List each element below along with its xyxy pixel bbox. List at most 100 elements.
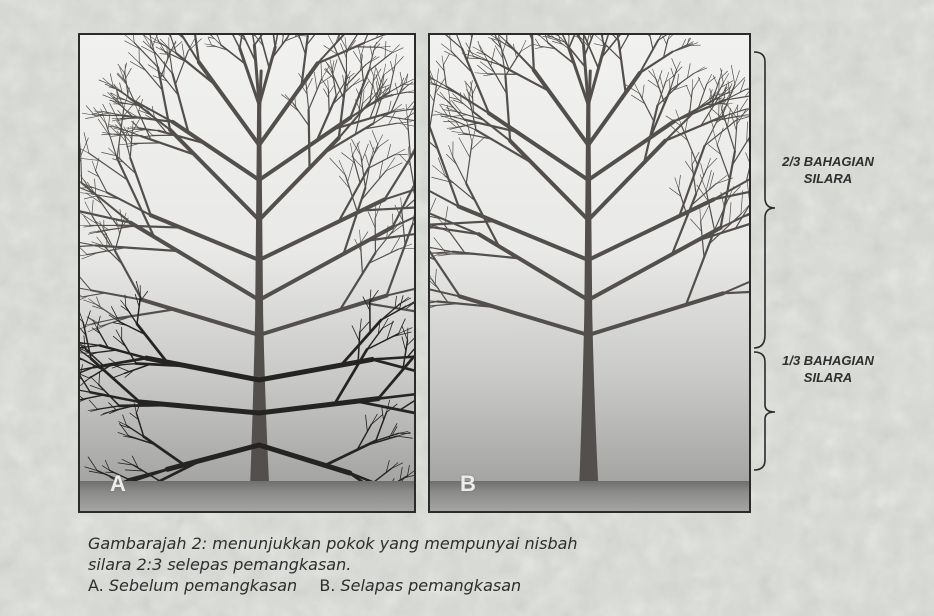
figure-caption: Gambarajah 2: menunjukkan pokok yang mem… [88,533,768,596]
tree-branch [735,119,737,152]
tree-branch [716,175,727,183]
tree-branch [405,186,416,208]
tree-branch [366,436,397,445]
tree-branch [407,92,416,93]
tree-branch [705,121,736,146]
tree-branch [535,47,544,49]
tree-branch [700,206,701,221]
tree-branch [140,402,259,413]
tree-branch [488,38,500,42]
tree-branch [735,70,740,84]
tree-branch [707,158,717,169]
tree-branch [213,35,218,36]
tree-branch [640,94,654,122]
legend-letter-a: A. [88,576,104,595]
tree-branch [394,149,405,155]
tree-branch [413,120,416,126]
tree-after-pruning-illustration [430,35,751,513]
tree-branch [436,69,438,86]
tree-branch [443,65,446,87]
tree-branch [644,35,650,37]
tree-branch [143,35,150,47]
tree-branch [356,401,416,413]
tree-branch [502,40,507,54]
tree-branch [407,90,416,92]
tree-branch [167,47,168,60]
tree-branch [108,114,110,130]
tree-branch [299,35,307,36]
tree-branch [146,358,259,380]
tree-branch [717,145,729,179]
tree-branch [450,35,452,51]
tree-branch [430,239,460,296]
tree-branch [339,160,345,175]
tree-branch [91,290,142,299]
tree-branch [441,44,451,51]
lower-canopy-label: 1/3 BAHAGIAN SILARA [768,352,888,386]
tree-branch [746,105,751,109]
tree-branch [690,219,701,231]
tree-branch [371,415,382,425]
tree-branch [442,56,443,65]
tree-branch [114,373,125,377]
tree-branch [397,122,411,124]
tree-branch [207,35,211,36]
tree-branch [89,400,97,409]
tree-branch [167,445,259,469]
tree-branch [102,134,114,135]
tree-branch [142,300,259,335]
tree-branch [435,269,436,284]
upper-canopy-label-line1: 2/3 BAHAGIAN [768,153,888,170]
tree-branch [119,144,131,145]
tree-branch [80,291,82,297]
tree-branch [92,215,111,246]
tree-branch [216,35,221,45]
tree-branch [363,91,365,104]
tree-branch [376,82,377,92]
tree-branch [365,155,369,167]
caption-line-1: Gambarajah 2: menunjukkan pokok yang mem… [88,533,768,554]
tree-branch [343,75,344,83]
tree-branch [376,412,387,440]
tree-branch [736,114,751,121]
tree-branch [228,35,239,48]
tree-branch [466,142,472,183]
tree-branch [677,79,685,87]
tree-branch [119,405,172,406]
tree-branch [445,207,448,226]
tree-branch [393,332,412,337]
caption-line-2: silara 2:3 selepas pemangkasan. [88,554,768,575]
tree-branch [250,35,254,45]
canopy-brackets [752,50,782,480]
tree-branch [400,467,402,480]
tree-branch [679,175,681,189]
upper-canopy-label-line2: SILARA [768,170,888,187]
tree-branch [453,100,464,104]
tree-branch [706,170,711,190]
tree-branch [153,35,159,46]
tree-branch [133,130,144,133]
tree-branch [360,230,361,243]
tree-branch [409,147,410,159]
tree-branch [366,415,368,432]
legend-text-b: Selapas pemangkasan [340,576,521,595]
tree-branch [453,157,466,183]
tree-branch [409,158,414,185]
tree-branch [642,85,644,99]
tree-branch [362,144,369,162]
tree-branch [259,296,387,335]
tree-branch [151,215,259,260]
tree-branch [116,366,130,372]
tree-branch [547,35,565,42]
tree-branch [357,143,361,156]
tree-branch [579,35,580,36]
tree-branch [588,293,723,335]
tree-branch [103,78,110,84]
tree-branch [672,59,677,70]
tree-branch [691,152,692,164]
tree-branch [675,178,679,189]
tree-branch [746,153,751,165]
tree-branch [309,110,310,168]
tree-branch [80,136,81,150]
